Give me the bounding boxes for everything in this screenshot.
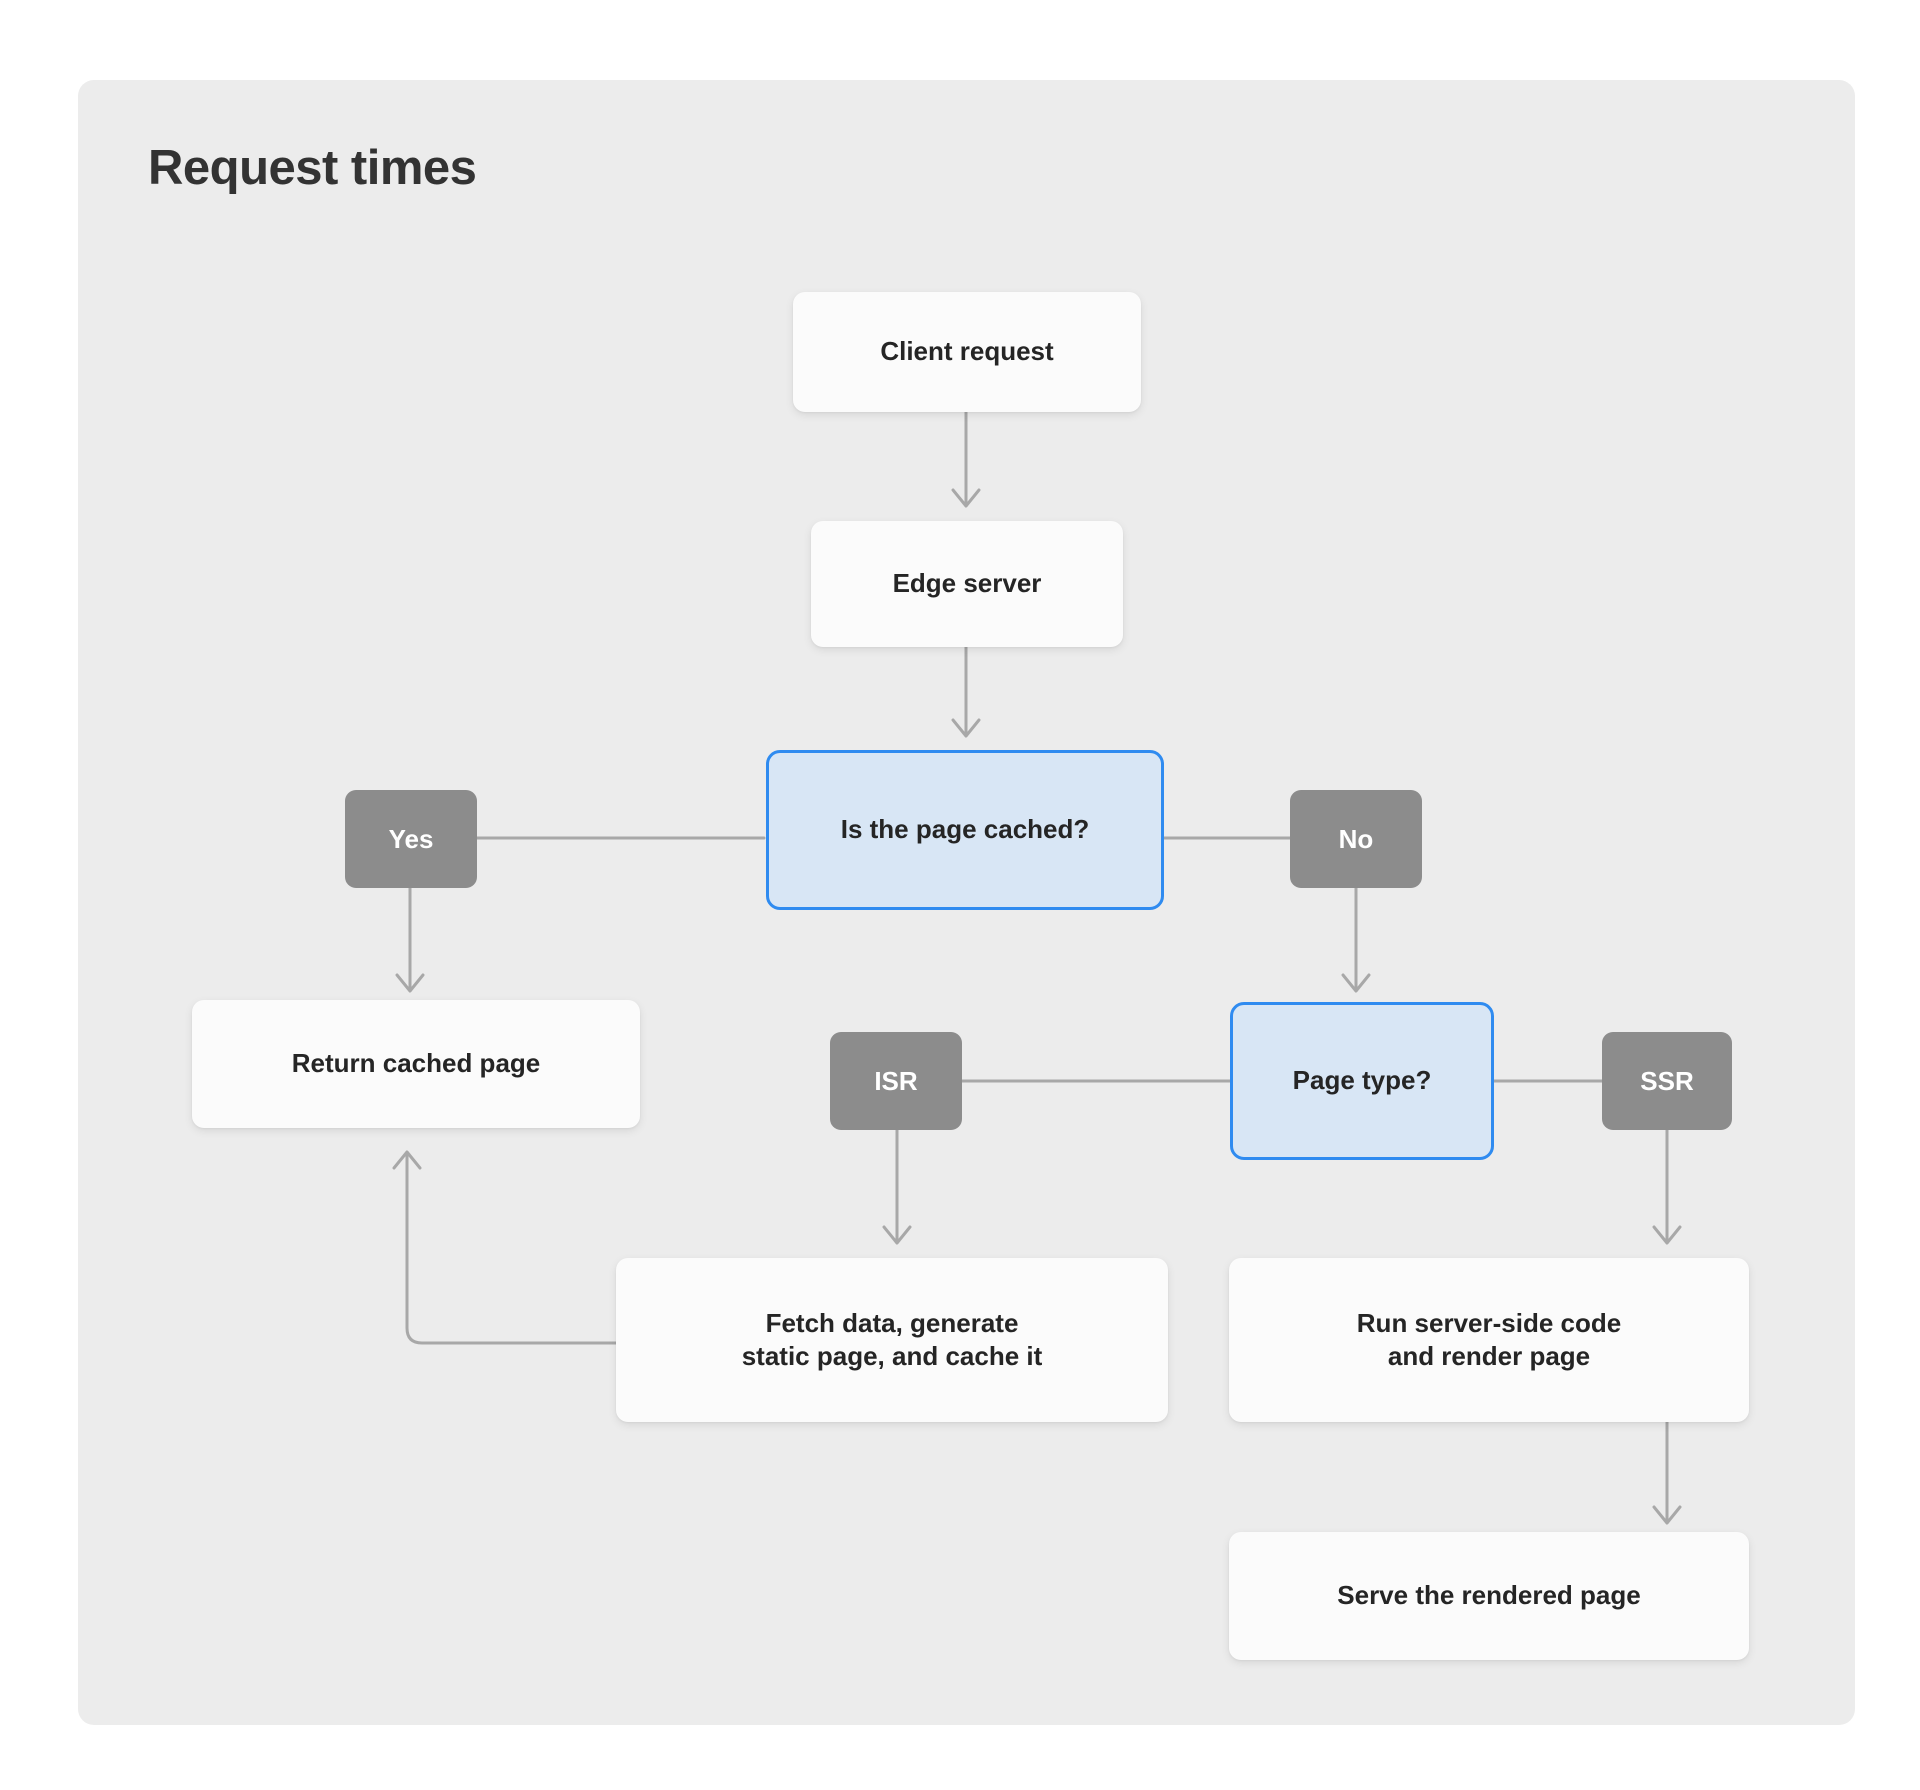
node-fetch-generate-cache[interactable]: Fetch data, generate static page, and ca… (616, 1258, 1168, 1422)
badge-ssr[interactable]: SSR (1602, 1032, 1732, 1130)
node-serve-rendered-page[interactable]: Serve the rendered page (1229, 1532, 1749, 1660)
node-serve-rendered-page-label: Serve the rendered page (1337, 1580, 1641, 1611)
node-page-type[interactable]: Page type? (1230, 1002, 1494, 1160)
node-return-cached-page[interactable]: Return cached page (192, 1000, 640, 1128)
node-page-type-label: Page type? (1292, 1065, 1432, 1096)
badge-yes-label: Yes (388, 823, 434, 854)
node-edge-server-label: Edge server (892, 568, 1042, 599)
badge-no-label: No (1338, 823, 1374, 854)
node-run-server-side-line1: Run server-side code (1356, 1307, 1622, 1338)
node-fetch-generate-cache-line2: static page, and cache it (741, 1341, 1043, 1371)
node-run-server-side[interactable]: Run server-side code and render page (1229, 1258, 1749, 1422)
node-edge-server[interactable]: Edge server (811, 521, 1123, 647)
node-client-request[interactable]: Client request (793, 292, 1141, 412)
badge-ssr-label: SSR (1640, 1065, 1694, 1096)
node-run-server-side-line2: and render page (1387, 1341, 1591, 1371)
badge-isr-label: ISR (874, 1065, 918, 1096)
badge-no[interactable]: No (1290, 790, 1422, 888)
badge-isr[interactable]: ISR (830, 1032, 962, 1130)
node-client-request-label: Client request (880, 336, 1054, 367)
node-return-cached-page-label: Return cached page (291, 1048, 541, 1079)
page-title: Request times (148, 141, 477, 195)
node-is-page-cached-label: Is the page cached? (840, 814, 1090, 845)
node-is-page-cached[interactable]: Is the page cached? (766, 750, 1164, 910)
node-fetch-generate-cache-line1: Fetch data, generate (765, 1307, 1019, 1338)
badge-yes[interactable]: Yes (345, 790, 477, 888)
